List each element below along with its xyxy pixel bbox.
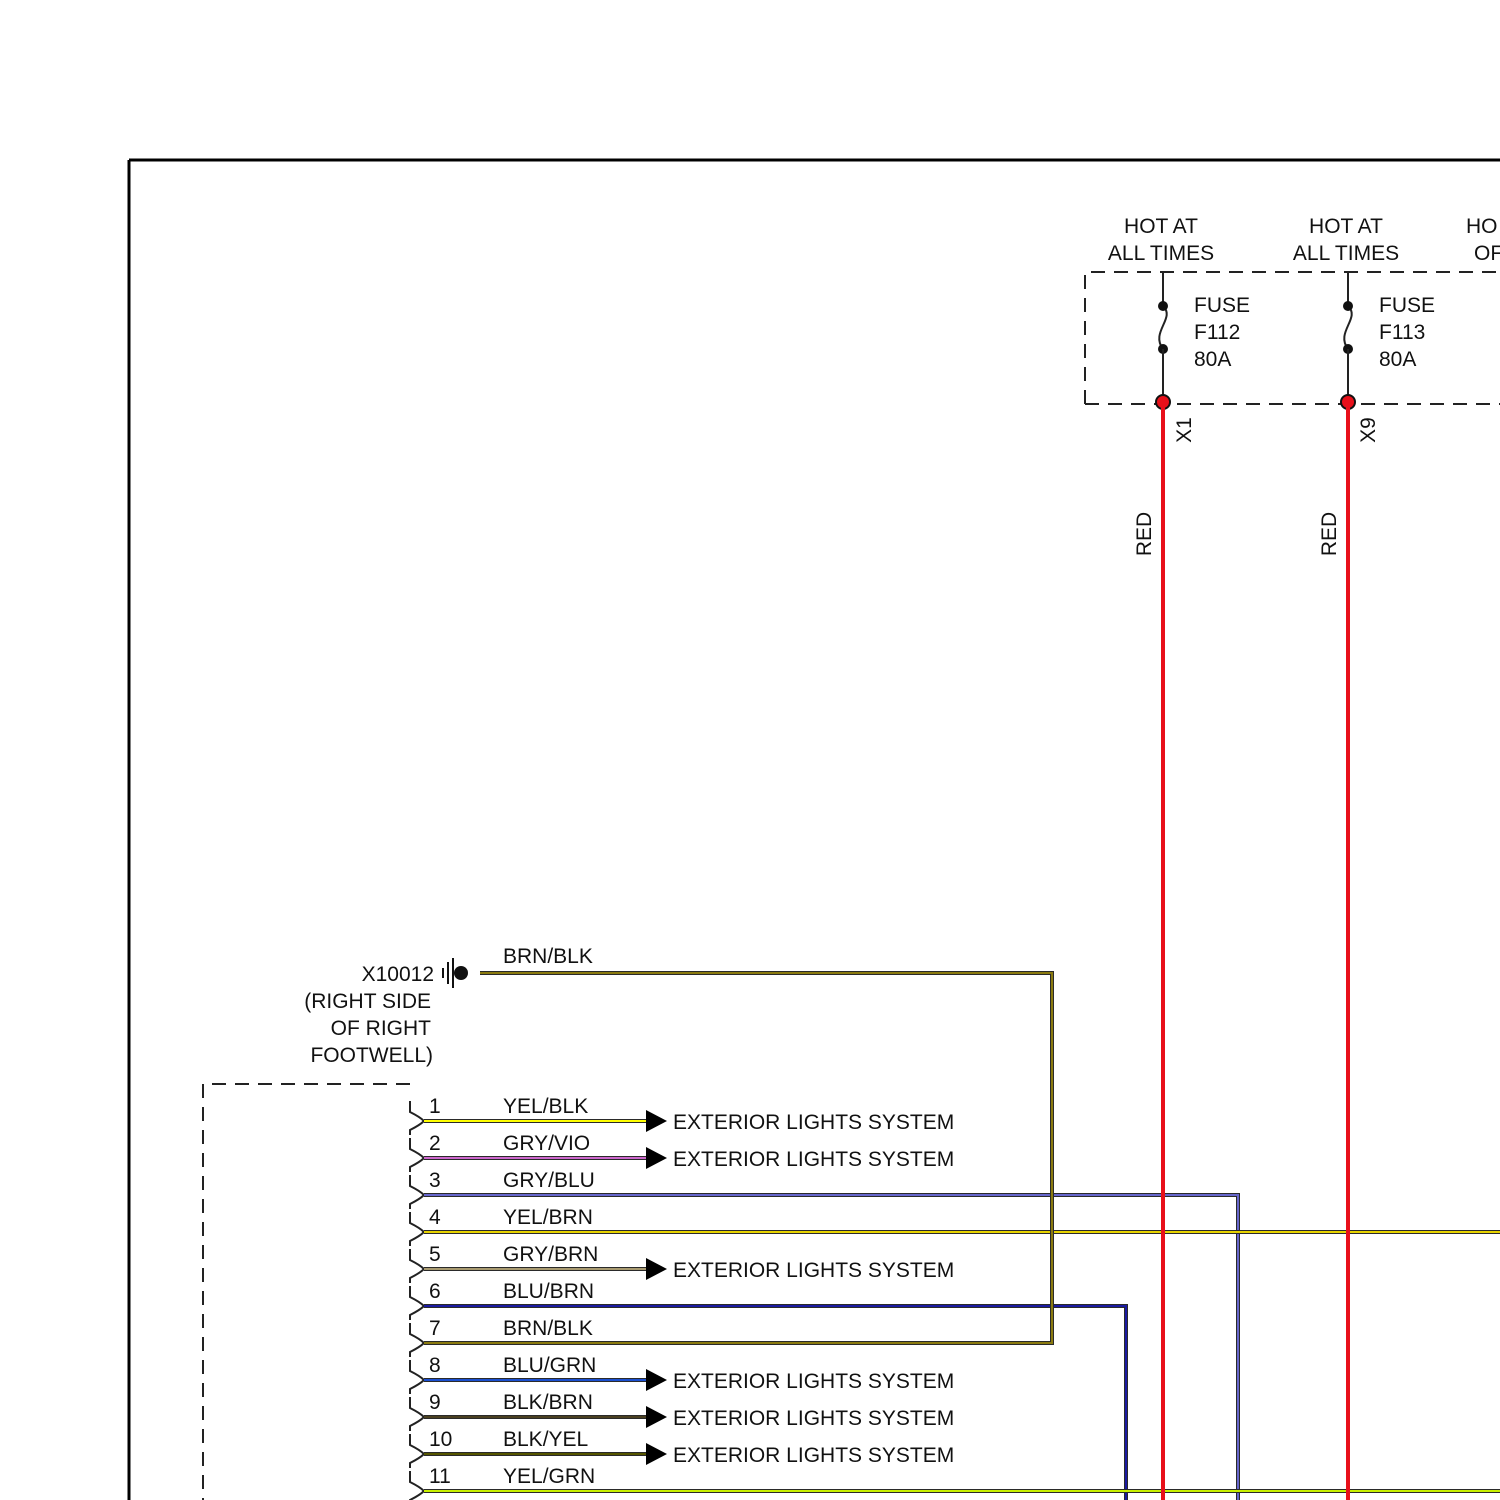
pin-number: 6	[429, 1280, 441, 1303]
pin-wire-label: BLK/BRN	[503, 1391, 593, 1414]
fuse-2-wire-color: RED	[1318, 512, 1341, 556]
pin-number: 3	[429, 1169, 441, 1192]
fuse-2-name: F113	[1379, 321, 1425, 344]
pin-wire-label: GRY/BLU	[503, 1169, 595, 1192]
pin-number: 10	[429, 1428, 452, 1451]
fuse-1-rating: 80A	[1194, 348, 1231, 371]
ground-location-2: OF RIGHT	[331, 1017, 431, 1040]
ground-location-3: FOOTWELL)	[310, 1044, 433, 1067]
fuse-f112: HOT AT ALL TIMES FUSE F112 80A X1 RED	[1108, 215, 1250, 556]
ground-id: X10012	[362, 963, 434, 986]
pin-destination: EXTERIOR LIGHTS SYSTEM	[673, 1259, 954, 1282]
pin-destination: EXTERIOR LIGHTS SYSTEM	[673, 1370, 954, 1393]
fuse-f113: HOT AT ALL TIMES FUSE F113 80A X9 RED	[1293, 215, 1435, 556]
pin-2-arrow	[646, 1147, 667, 1169]
fuse-2-terminal: X9	[1357, 417, 1380, 443]
pin-1-socket	[410, 1101, 424, 1135]
pin-destination: EXTERIOR LIGHTS SYSTEM	[673, 1111, 954, 1134]
pin-2-socket	[410, 1138, 424, 1172]
ground-wire-label: BRN/BLK	[503, 945, 593, 968]
fuse-3-hot-label-2: OF	[1474, 242, 1500, 265]
pin-8-arrow	[646, 1369, 667, 1391]
fuse-1-terminal: X1	[1173, 417, 1196, 443]
pin-wire-label: GRY/VIO	[503, 1132, 590, 1155]
pin-number: 4	[429, 1206, 441, 1229]
ground-dot	[454, 966, 468, 980]
module-connector-outline	[203, 1084, 410, 1500]
fuse-1-label: FUSE	[1194, 294, 1250, 317]
fuse-2-label: FUSE	[1379, 294, 1435, 317]
fuse-2-hot-label-1: HOT AT	[1309, 215, 1383, 238]
pin-8-socket	[410, 1360, 424, 1394]
pin-number: 9	[429, 1391, 441, 1414]
connector-pins: 1 YEL/BLK EXTERIOR LIGHTS SYSTEM 2 GRY/VIO EX…	[410, 973, 1500, 1500]
pin-wire-label: YEL/BRN	[503, 1206, 593, 1229]
diagram-frame	[129, 160, 1500, 1500]
pin-10-arrow	[646, 1443, 667, 1465]
pin-number: 2	[429, 1132, 441, 1155]
pin-wire-label: BLU/GRN	[503, 1354, 596, 1377]
pin-6-socket	[410, 1286, 424, 1320]
ground-location-1: (RIGHT SIDE	[304, 990, 431, 1013]
fuse-1-name: F112	[1194, 321, 1240, 344]
pin-number: 8	[429, 1354, 441, 1377]
pin-wire-label: BLU/BRN	[503, 1280, 594, 1303]
pin-destination: EXTERIOR LIGHTS SYSTEM	[673, 1407, 954, 1430]
pin-10-socket	[410, 1434, 424, 1468]
pin-number: 5	[429, 1243, 441, 1266]
pin-5-arrow	[646, 1258, 667, 1280]
pin-destination: EXTERIOR LIGHTS SYSTEM	[673, 1148, 954, 1171]
pin-number: 11	[429, 1465, 451, 1488]
pin-wire-label: BLK/YEL	[503, 1428, 588, 1451]
pin-11-socket	[410, 1471, 424, 1500]
fuse-3-hot-label-1: HO	[1466, 215, 1498, 238]
pin-9-socket	[410, 1397, 424, 1431]
pin-7-socket	[410, 1323, 424, 1357]
pin-wire-label: BRN/BLK	[503, 1317, 593, 1340]
pin-destination: EXTERIOR LIGHTS SYSTEM	[673, 1444, 954, 1467]
fuse-2-rating: 80A	[1379, 348, 1416, 371]
pin-4-socket	[410, 1212, 424, 1246]
fuse-box-outline	[1085, 272, 1500, 404]
fuse-2-hot-label-2: ALL TIMES	[1293, 242, 1399, 265]
pin-wire-label: GRY/BRN	[503, 1243, 598, 1266]
pin-number: 7	[429, 1317, 441, 1340]
pin-wire-label: YEL/BLK	[503, 1095, 588, 1118]
fuse-1-wire-color: RED	[1133, 512, 1156, 556]
pin-3-socket	[410, 1175, 424, 1209]
fuse-1-hot-label-2: ALL TIMES	[1108, 242, 1214, 265]
pin-number: 1	[429, 1095, 441, 1118]
pin-1-arrow	[646, 1110, 667, 1132]
pin-9-arrow	[646, 1406, 667, 1428]
ground-x10012: X10012 (RIGHT SIDE OF RIGHT FOOTWELL) BR…	[304, 945, 593, 1067]
pin-5-socket	[410, 1249, 424, 1283]
pin-wire-label: YEL/GRN	[503, 1465, 595, 1488]
fuse-1-hot-label-1: HOT AT	[1124, 215, 1198, 238]
